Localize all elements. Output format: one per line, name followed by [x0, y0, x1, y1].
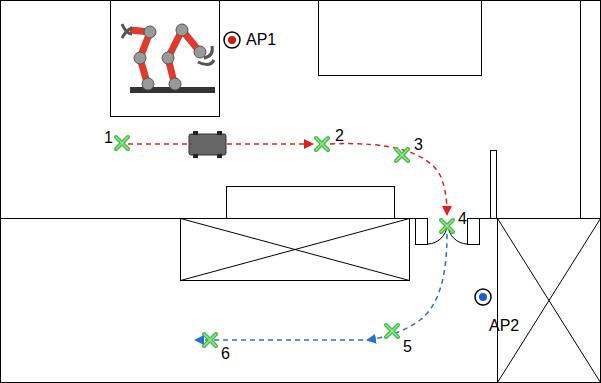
callout-number: 2	[335, 128, 344, 144]
callout-number: 4	[458, 211, 467, 227]
access-point-label: AP2	[489, 318, 519, 334]
robot-arm	[122, 24, 215, 93]
callout-number: 1	[104, 130, 113, 146]
callout-number: 6	[221, 346, 230, 362]
access-point-label: AP1	[246, 32, 276, 48]
callout-number: 3	[414, 137, 423, 153]
callout-number: 5	[403, 339, 412, 355]
cart	[189, 131, 226, 158]
